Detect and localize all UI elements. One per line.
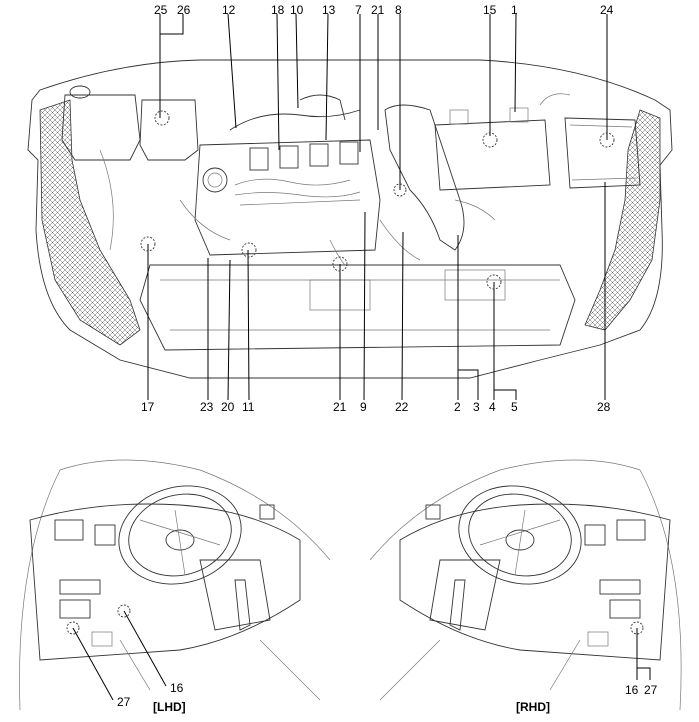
engine-bay-callout-c22: 22 (395, 400, 409, 414)
engine-bay-callout-c24: 24 (600, 3, 614, 17)
rhd-leaders (636, 628, 651, 680)
right-fender (584, 109, 661, 331)
lhd-callout-16: 16 (170, 681, 184, 695)
engine-bay-callout-c21b: 21 (333, 400, 347, 414)
lhd-callout-27: 27 (117, 695, 131, 709)
coolant-reservoir (61, 94, 141, 161)
engine-bay-callout-c11: 11 (242, 400, 255, 414)
engine-bay-callout-c20: 20 (221, 400, 235, 414)
engine-block (194, 139, 381, 256)
engine-bay-callout-c8: 8 (395, 3, 402, 17)
engine-bay-callout-c18: 18 (271, 3, 285, 17)
rhd-targets (630, 621, 644, 635)
left-fender (39, 99, 141, 346)
engine-bay-callout-c10: 10 (290, 3, 304, 17)
rhd-callout-27: 27 (644, 683, 658, 697)
rhd-dashboard-illustration (369, 459, 682, 711)
engine-bay-illustration (27, 59, 673, 379)
engine-bay-callout-c26: 26 (177, 3, 191, 17)
rhd-caption: [RHD] (516, 700, 550, 714)
lhd-targets (66, 604, 131, 635)
engine-bay-callout-c25: 25 (154, 3, 168, 17)
rhd-callout-16: 16 (625, 683, 639, 697)
engine-bay-callout-c15: 15 (483, 3, 497, 17)
engine-fuse-box (564, 117, 641, 189)
battery (434, 119, 551, 191)
engine-bay-callout-c2: 2 (454, 400, 461, 414)
engine-bay-callout-c17: 17 (141, 400, 155, 414)
engine-bay-callout-c13: 13 (322, 3, 336, 17)
engine-bay-callout-c23: 23 (200, 400, 214, 414)
engine-bay-callout-c5: 5 (511, 400, 518, 414)
engine-bay-callout-c4: 4 (489, 400, 496, 414)
lhd-leaders (72, 610, 167, 701)
lhd-caption: [LHD] (153, 700, 186, 714)
engine-bay-callout-c7: 7 (355, 3, 362, 17)
engine-bay-callout-c1: 1 (511, 3, 518, 17)
engine-bay-callout-c28: 28 (597, 400, 611, 414)
lhd-dashboard-illustration (19, 459, 331, 711)
engine-bay-callout-c9: 9 (360, 400, 367, 414)
engine-bay-callout-c21a: 21 (371, 3, 385, 17)
engine-bay-targets (140, 110, 615, 290)
engine-bay-callout-c12: 12 (222, 3, 236, 17)
engine-bay-leaders (147, 13, 608, 401)
engine-bay-callout-c3: 3 (473, 400, 480, 414)
